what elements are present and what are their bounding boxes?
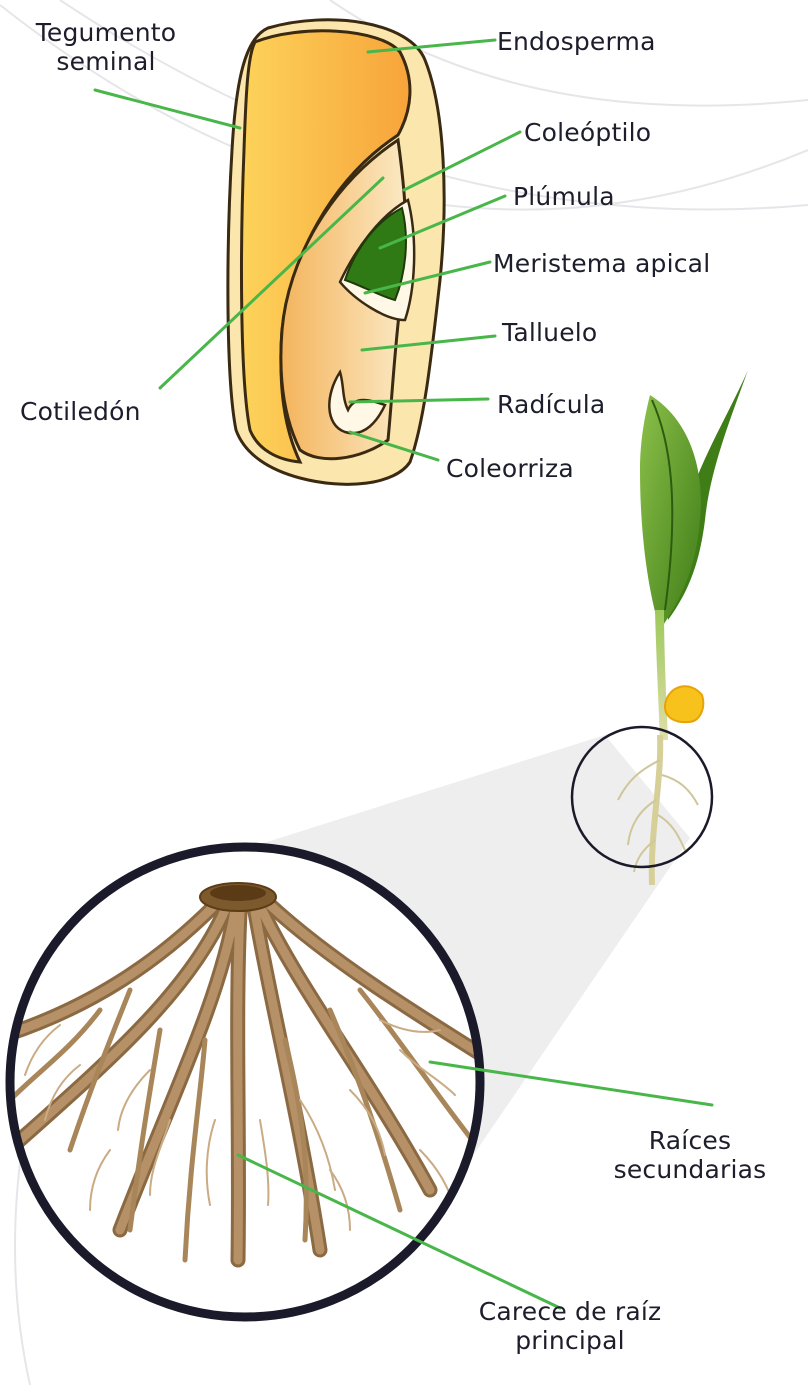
label-carece-raiz-principal: Carece de raíz principal [440,1297,700,1355]
label-cotiledon: Cotiledón [20,397,141,426]
seed-illustration [228,20,444,485]
label-raices-secundarias: Raíces secundarias [590,1126,790,1184]
label-endosperma: Endosperma [497,27,656,56]
label-tegumento-seminal: Tegumento seminal [16,18,196,76]
label-plumula: Plúmula [513,182,615,211]
label-meristema-apical: Meristema apical [493,249,710,278]
leaf-left [640,395,701,630]
stem [655,610,668,740]
label-radicula: Radícula [497,390,605,419]
seedling-kernel [665,686,703,722]
label-coleoptilo: Coleóptilo [524,118,651,147]
root-closeup [0,847,490,1317]
label-talluelo: Talluelo [502,318,597,347]
label-coleorriza: Coleorriza [446,454,574,483]
leader-tegumento [95,90,240,128]
